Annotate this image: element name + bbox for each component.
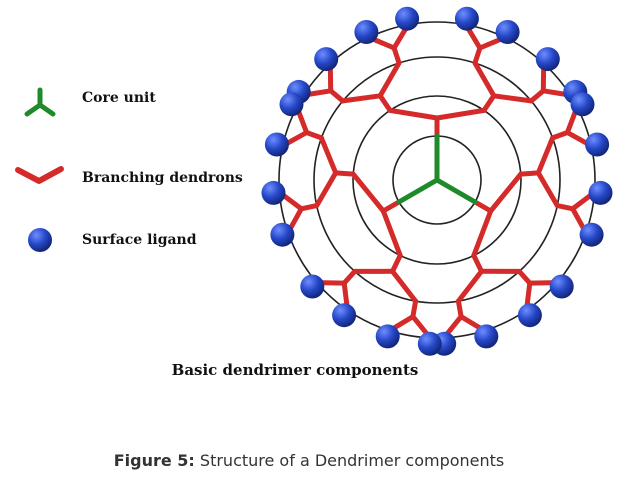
surface-ligand — [354, 20, 379, 44]
dendron-segment — [341, 268, 358, 286]
surface-ligand — [261, 180, 286, 205]
dendron-segment — [488, 171, 524, 214]
surface-ligand — [454, 6, 479, 31]
surface-ligand — [417, 331, 442, 356]
ring-3 — [313, 56, 561, 304]
surface-ligand — [474, 324, 499, 349]
surface-ligand-icon — [28, 228, 52, 252]
surface-ligand — [314, 47, 339, 72]
surface-ligand — [332, 303, 357, 328]
dendron-segment — [391, 45, 402, 66]
surface-ligand — [549, 274, 574, 299]
surface-ligand — [395, 6, 420, 31]
dendron-segment — [554, 203, 576, 212]
dendron-segment — [350, 171, 386, 214]
legend-surface-label: Surface ligand — [82, 232, 197, 248]
figure-caption: Figure 5: Structure of a Dendrimer compo… — [0, 451, 618, 470]
dendron-segment — [314, 170, 339, 209]
dendron-segment — [481, 93, 497, 113]
dendron-segment — [471, 253, 484, 274]
branching-dendrons — [277, 22, 597, 341]
surface-ligand — [588, 180, 613, 205]
dendron-segment — [340, 93, 383, 104]
surface-ligand — [570, 92, 595, 117]
dendron-segment — [328, 88, 346, 104]
dendron-segment — [380, 199, 402, 214]
dendron-segment — [434, 107, 487, 121]
dendron-segment — [377, 93, 393, 113]
dendron-segment — [455, 268, 484, 304]
core-arm — [396, 177, 440, 205]
legend-core-label: Core unit — [82, 90, 156, 106]
branching-dendron-icon — [15, 166, 64, 184]
dendron-segment — [387, 107, 440, 121]
surface-ligand — [535, 47, 560, 72]
diagram-subtitle: Basic dendrimer components — [171, 361, 419, 379]
dendron-segment — [390, 253, 403, 274]
dendron-segment — [518, 170, 541, 177]
dendron-segment — [298, 203, 320, 212]
surface-ligand — [264, 132, 289, 157]
dendron-segment — [491, 93, 534, 104]
core-arm — [434, 177, 478, 205]
figure-caption-label: Figure 5: — [113, 451, 195, 470]
dendron-segment — [472, 60, 497, 99]
surface-ligand — [495, 20, 520, 44]
legend-branch-label: Branching dendrons — [82, 170, 243, 186]
dendron-segment — [472, 45, 483, 66]
dendron-segment — [410, 298, 419, 320]
dendron-segment — [455, 298, 464, 320]
surface-ligand — [579, 222, 604, 247]
dendron-segment — [472, 199, 494, 214]
dendron-segment — [390, 268, 419, 304]
dendron-segment — [318, 135, 339, 176]
dendron-segment — [535, 170, 560, 209]
dendron-segment — [304, 130, 324, 141]
core-unit-icon — [24, 87, 56, 117]
dendron-segment — [528, 88, 546, 104]
dendron-segment — [471, 208, 494, 258]
dendron-segment — [550, 130, 570, 141]
surface-ligands — [261, 6, 613, 356]
dendron-segment — [333, 170, 356, 177]
core-unit — [396, 133, 478, 205]
surface-ligand — [585, 132, 610, 157]
surface-ligand — [279, 92, 304, 117]
figure-caption-text: Structure of a Dendrimer components — [194, 451, 505, 470]
surface-ligand — [300, 274, 325, 299]
dendron-segment — [535, 135, 556, 176]
dendron-segment — [516, 268, 533, 286]
surface-ligand — [517, 303, 542, 328]
dendron-segment — [377, 60, 402, 99]
surface-ligand — [270, 222, 295, 247]
surface-ligand — [375, 324, 400, 349]
dendron-segment — [380, 208, 403, 258]
ring-2 — [352, 95, 522, 265]
